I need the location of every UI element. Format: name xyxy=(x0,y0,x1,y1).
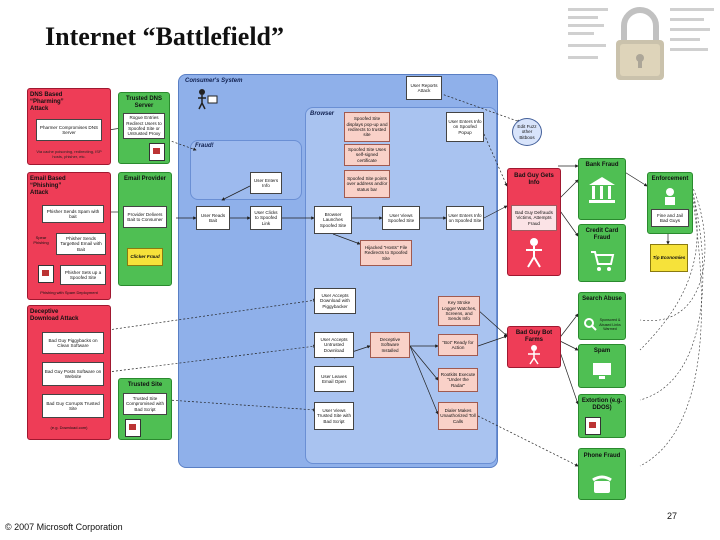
user-reads-bait-box[interactable]: User Reads Bait xyxy=(196,206,230,230)
enforcement-panel: Enforcement Fine and Jail Bad Guys xyxy=(647,172,693,234)
bad-guy-panel: Bad Guy Gets Info Bad Guy Defrauds Victi… xyxy=(507,168,561,276)
phishing-deploy-note: Phishing with Spam Deployment xyxy=(40,289,98,295)
edit-fuzz-bubble[interactable]: Edit Fuzz other Bitboos xyxy=(512,118,542,146)
search-abuse-panel: Search Abuse Sponsored & Abused Links Wa… xyxy=(578,292,626,340)
extortion-label: Extortion (e.g. DDOS) xyxy=(581,398,623,411)
fraud-label: Fraud! xyxy=(195,143,214,149)
sponsored-links-note: Sponsored & Abused Links Warmed xyxy=(599,318,621,332)
police-icon xyxy=(662,187,678,205)
search-abuse-label: Search Abuse xyxy=(582,296,622,302)
clicker-fraud-tag: Clicker Fraud xyxy=(127,248,163,266)
user-accepts-untrusted-box[interactable]: User Accepts Untrusted Download xyxy=(314,332,354,358)
email-phishing-title: Email Based “Phishing” Attack xyxy=(30,176,66,196)
user-leaves-port-box[interactable]: User Leaves Email Open xyxy=(314,366,354,392)
corrupts-trusted-box[interactable]: Bad Guy Corrupts Trusted Site xyxy=(42,394,104,418)
bad-guy-gets-info-label: Bad Guy Gets Info xyxy=(514,173,554,186)
credit-card-panel: Credit Card Fraud xyxy=(578,224,626,282)
browser-launches-box[interactable]: Browser Launches Spoofed Site xyxy=(314,206,352,234)
phone-fraud-label: Phone Fraud xyxy=(583,453,621,459)
deceptive-download-panel: Deceptive Download Attack Bad Guy Piggyb… xyxy=(27,305,111,440)
phisher-targetted-box[interactable]: Phisher Sends Targetted Email with Bait xyxy=(56,233,106,255)
trusted-dns-panel: Trusted DNS Server Rogue Entries Redirec… xyxy=(118,92,170,164)
trusted-dns-title: Trusted DNS Server xyxy=(125,96,162,109)
bot-farms-label: Bad Guy Bot Farms xyxy=(515,330,553,343)
server-icon xyxy=(38,265,54,283)
slide-title: Internet “Battlefield” xyxy=(45,22,285,51)
spam-label: Spam xyxy=(593,348,611,354)
spoofed-address-bar-box[interactable]: Spoofed Site points over address and/or … xyxy=(344,170,390,198)
spam-panel: Spam xyxy=(578,344,626,388)
dns-note: Via cache poisoning, redirecting, ISP ho… xyxy=(36,148,102,159)
user-views-trusted-box[interactable]: User Views Trusted Site with Bad Script xyxy=(314,402,354,430)
dns-pharming-title: DNS Based “Pharming” Attack xyxy=(30,92,64,112)
browser-label: Browser xyxy=(310,111,335,117)
bad-guy-icon xyxy=(522,237,546,269)
trusted-site-title: Trusted Site xyxy=(127,382,163,388)
fraud-region: Fraud! xyxy=(190,140,302,200)
phisher-spam-box[interactable]: Phisher Sends Spam with bait xyxy=(42,205,104,223)
email-phishing-panel: Email Based “Phishing” Attack Phisher Se… xyxy=(27,172,111,300)
rogue-entries-box[interactable]: Rogue Entries Redirect Users to Spoofed … xyxy=(123,113,165,139)
credit-card-label: Credit Card Fraud xyxy=(585,228,619,241)
piggyback-box[interactable]: Bad Guy Piggybacks on Clean Software xyxy=(42,332,104,354)
phone-fraud-panel: Phone Fraud xyxy=(578,448,626,500)
bank-icon xyxy=(587,175,617,205)
download-note: (e.g. Download.com) xyxy=(50,425,88,431)
magnifier-icon xyxy=(583,317,597,331)
phone-icon xyxy=(591,473,613,495)
server-icon xyxy=(125,419,141,437)
bad-guy-defrauds-box[interactable]: Bad Guy Defrauds Victims, Attempts Fraud xyxy=(511,205,557,231)
bot-farms-panel: Bad Guy Bot Farms xyxy=(507,326,561,368)
email-provider-panel: Email Provider Provider Delivers Bait to… xyxy=(118,172,172,286)
pharmer-compromises-box[interactable]: Pharmer Compromises DNS Server xyxy=(36,119,102,141)
rootkits-box[interactable]: Rootkits Execute “Under the Radar” xyxy=(438,368,478,392)
hijacked-hosts-box[interactable]: Hijacked “Hosts” File Redirects to Spoof… xyxy=(360,240,412,266)
enforcement-label: Enforcement xyxy=(651,176,689,182)
spoofed-popup-redirect-box[interactable]: Spoofed Site displays pop-up and redirec… xyxy=(344,112,390,142)
trusted-site-compromised-box[interactable]: Trusted Site Compromised with Bad Script xyxy=(123,393,167,415)
user-computer-icon xyxy=(196,88,218,110)
user-accepts-piggyback-box[interactable]: User Accepts Download with Piggybacker xyxy=(314,288,356,314)
server-icon xyxy=(585,417,601,435)
dns-pharming-panel: DNS Based “Pharming” Attack Pharmer Comp… xyxy=(27,88,111,165)
fine-jail-box[interactable]: Fine and Jail Bad Guys xyxy=(651,209,689,227)
phisher-spoofed-site-box[interactable]: Phisher Sets up a Spoofed Site xyxy=(60,265,106,285)
bank-fraud-label: Bank Fraud xyxy=(585,162,619,168)
page-number: 27 xyxy=(667,511,678,521)
keystroke-logger-box[interactable]: Key Stroke Logger Watches, Screens, and … xyxy=(438,296,480,326)
copyright-footer: © 2007 Microsoft Corporation xyxy=(5,522,123,532)
consumer-system-label: Consumer's System xyxy=(185,78,243,84)
deceptive-installed-box[interactable]: Deceptive Software Installed xyxy=(370,332,410,358)
provider-delivers-box[interactable]: Provider Delivers Bait to Consumer xyxy=(123,206,167,228)
computer-icon xyxy=(591,361,613,381)
self-signed-cert-box[interactable]: Spoofed Site Uses self-signed certificat… xyxy=(344,144,390,166)
deceptive-download-title: Deceptive Download Attack xyxy=(30,309,79,322)
user-clicks-link-box[interactable]: User Clicks to Spoofed Link xyxy=(250,206,282,230)
user-enters-spoofed-box[interactable]: User Enters Info on Spoofed Site xyxy=(446,206,484,230)
extortion-panel: Extortion (e.g. DDOS) xyxy=(578,394,626,438)
tip-economies-tag: Tip Economies xyxy=(650,244,688,272)
spear-phishing-note: Spear Phishing xyxy=(33,234,49,245)
padlock-icon xyxy=(568,7,714,80)
user-views-spoofed-box[interactable]: User Views Spoofed Site xyxy=(382,206,420,230)
server-icon xyxy=(149,143,165,161)
bad-guy-icon xyxy=(526,345,542,365)
shopping-cart-icon xyxy=(589,249,615,273)
dialer-box[interactable]: Dialer Makes Unauthorized Toll Calls xyxy=(438,402,478,430)
user-enters-popup-box[interactable]: User Enters Info on Spoofed Popup xyxy=(446,112,484,142)
posts-software-box[interactable]: Bad Guy Posts Software on Website xyxy=(42,362,104,386)
user-enters-info-box[interactable]: User Enters Info xyxy=(250,172,282,194)
user-reports-attack-box[interactable]: User Reports Attack xyxy=(406,76,442,100)
trusted-site-panel: Trusted Site Trusted Site Compromised wi… xyxy=(118,378,172,440)
email-provider-title: Email Provider xyxy=(123,176,167,182)
bot-ready-box[interactable]: “Bot” Ready for Action xyxy=(438,334,478,356)
bank-fraud-panel: Bank Fraud xyxy=(578,158,626,220)
